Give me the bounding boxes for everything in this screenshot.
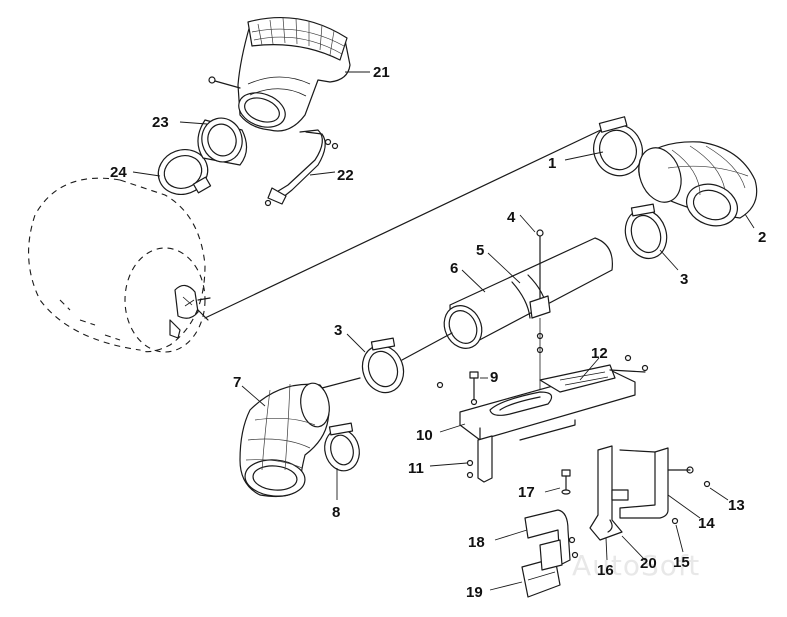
part-16-upright (589, 445, 629, 541)
callout-6: 6 (450, 260, 458, 277)
callout-5: 5 (476, 242, 484, 259)
callout-18: 18 (468, 534, 485, 551)
part-2-elbow (638, 141, 758, 227)
callout-24: 24 (110, 164, 127, 181)
part-17-bolt (561, 469, 571, 495)
part-7-elbow (239, 382, 330, 498)
part-9-bolt (436, 371, 479, 406)
callout-19: 19 (466, 584, 483, 601)
callout-17: 17 (518, 484, 535, 501)
part-21-inlet-hood (208, 17, 351, 132)
callout-1: 1 (548, 155, 556, 172)
callout-23: 23 (152, 114, 169, 131)
callout-10: 10 (416, 427, 433, 444)
callout-16: 16 (597, 562, 614, 579)
callout-13: 13 (728, 497, 745, 514)
part-3-clamp-lower (361, 337, 405, 394)
callout-7: 7 (233, 374, 241, 391)
part-23-sleeve (197, 117, 248, 166)
part-14-support (619, 447, 711, 525)
callout-2: 2 (758, 229, 766, 246)
callout-4: 4 (507, 209, 516, 226)
callout-3-upper: 3 (680, 271, 688, 288)
part-4-bolt (529, 229, 551, 395)
callout-labels: 1 2 3 4 5 6 3 7 8 9 10 11 12 13 14 15 16… (110, 64, 766, 601)
lower-centerline (401, 332, 453, 361)
callout-15: 15 (673, 554, 690, 571)
assembly-centerline (204, 127, 606, 319)
callout-3-lower: 3 (334, 322, 342, 339)
callout-14: 14 (698, 515, 715, 532)
part-11-bracket (466, 435, 493, 483)
watermark-text: AutoSoft (572, 549, 700, 582)
part-3-clamp-upper (624, 203, 668, 260)
callout-22: 22 (337, 167, 354, 184)
part-24-clamp (157, 149, 212, 195)
part-19-plate (521, 539, 563, 598)
leader-lines (132, 71, 755, 591)
callout-12: 12 (591, 345, 608, 362)
callout-20: 20 (640, 555, 657, 572)
part-8-clamp (324, 422, 360, 472)
callout-11: 11 (408, 460, 424, 477)
part-1-clamp (593, 116, 643, 177)
callout-8: 8 (332, 504, 340, 521)
callout-9: 9 (490, 369, 498, 386)
part-22-bracket (264, 129, 339, 207)
air-cleaner-housing (28, 177, 211, 353)
callout-21: 21 (373, 64, 390, 81)
part-6-tube (443, 237, 613, 349)
part-10-mount-plate (459, 354, 649, 441)
